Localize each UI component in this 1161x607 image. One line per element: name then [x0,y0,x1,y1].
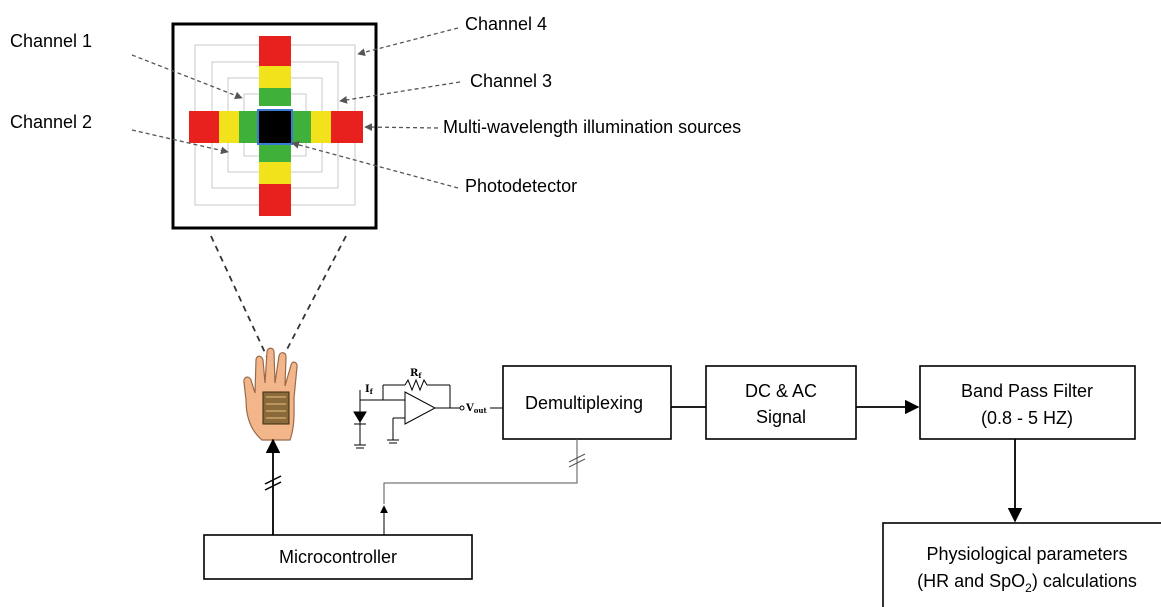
tia-circuit [353,378,465,449]
led-red-bottom [259,184,291,216]
channel-4-label: Channel 4 [465,14,547,34]
led-yellow-right [311,111,331,143]
signal-connections [265,399,1023,535]
demux-block [502,365,672,440]
led-green-right [293,111,311,143]
leader-arrows [131,27,461,189]
feedback-resistor-label: Rf [410,368,422,380]
channel-3-label: Channel 3 [470,71,552,91]
physiological-block [882,522,1161,607]
illumination-arrow [364,123,439,131]
channel-2-label: Channel 2 [10,112,92,132]
bus-marker-hand [264,475,282,491]
bus-marker-demux [568,453,586,468]
led-red-top [259,36,291,66]
bpf-block [919,365,1136,440]
dcac-block [705,365,857,440]
dcac-label-line2: Signal [756,407,806,427]
sensor-layout [171,22,378,230]
physiological-label-line1: Physiological parameters [926,544,1127,564]
channel-3-arrow [339,81,461,104]
demux-control-line [380,439,578,535]
led-red-right [331,111,363,143]
physiological-label-line2: (HR and SpO2) calculations [917,571,1137,595]
channel-4-arrow [357,27,459,57]
led-yellow-left [219,111,239,143]
input-current-label: If [365,384,374,396]
microcontroller-block [203,534,473,580]
hand-illustration [243,347,298,441]
illumination-label: Multi-wavelength illumination sources [443,117,741,137]
bpf-label-line2: (0.8 - 5 HZ) [981,408,1073,428]
led-green-top [259,88,291,106]
zoom-lines [210,235,347,358]
bpf-label-line1: Band Pass Filter [961,381,1093,401]
led-green-left [239,111,257,143]
led-yellow-bottom [259,162,291,184]
output-voltage-label: Vout [465,403,488,415]
demux-label: Demultiplexing [525,393,643,413]
led-red-left [189,111,219,143]
photodetector-arrow [291,141,459,189]
channel-2-arrow [131,129,229,155]
photodetector-label: Photodetector [465,176,577,196]
dcac-label-line1: DC & AC [745,381,817,401]
channel-1-label: Channel 1 [10,31,92,51]
led-yellow-top [259,66,291,88]
photodetector [257,109,293,145]
led-green-bottom [259,144,291,162]
channel-1-arrow [131,54,243,100]
microcontroller-label: Microcontroller [279,547,397,567]
